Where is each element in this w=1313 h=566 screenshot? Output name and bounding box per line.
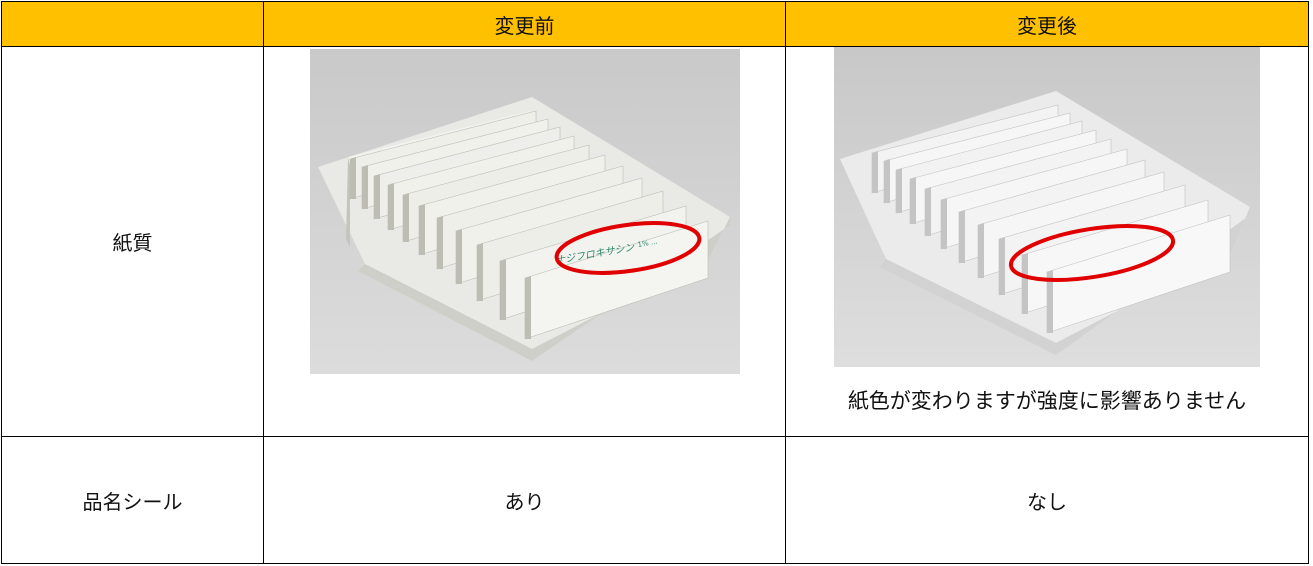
cell-paper-before: ナジフロキサシン 1% ... [263,46,786,437]
red-ellipse-highlight [1008,224,1176,282]
row-product-seal: 品名シール あり なし [1,436,1309,564]
row-paper-quality: 紙質 [1,46,1309,437]
paper-color-note: 紙色が変わりますが強度に影響ありません [847,389,1247,413]
header-before: 変更前 [263,1,786,47]
label-product-seal: 品名シール [1,436,264,564]
seal-after-value: なし [785,436,1309,564]
photo-tray-before: ナジフロキサシン 1% ... [309,49,740,374]
seal-before-value: あり [263,436,786,564]
header-after: 変更後 [785,1,1309,47]
print-product-strength: 1% ... [636,238,657,249]
header-row: 変更前 変更後 [1,1,1309,47]
label-paper-quality: 紙質 [1,46,264,437]
header-empty [1,1,264,47]
photo-tray-after [834,47,1260,367]
cell-paper-after: 紙色が変わりますが強度に影響ありません [785,46,1309,437]
red-ellipse-highlight [554,221,701,275]
